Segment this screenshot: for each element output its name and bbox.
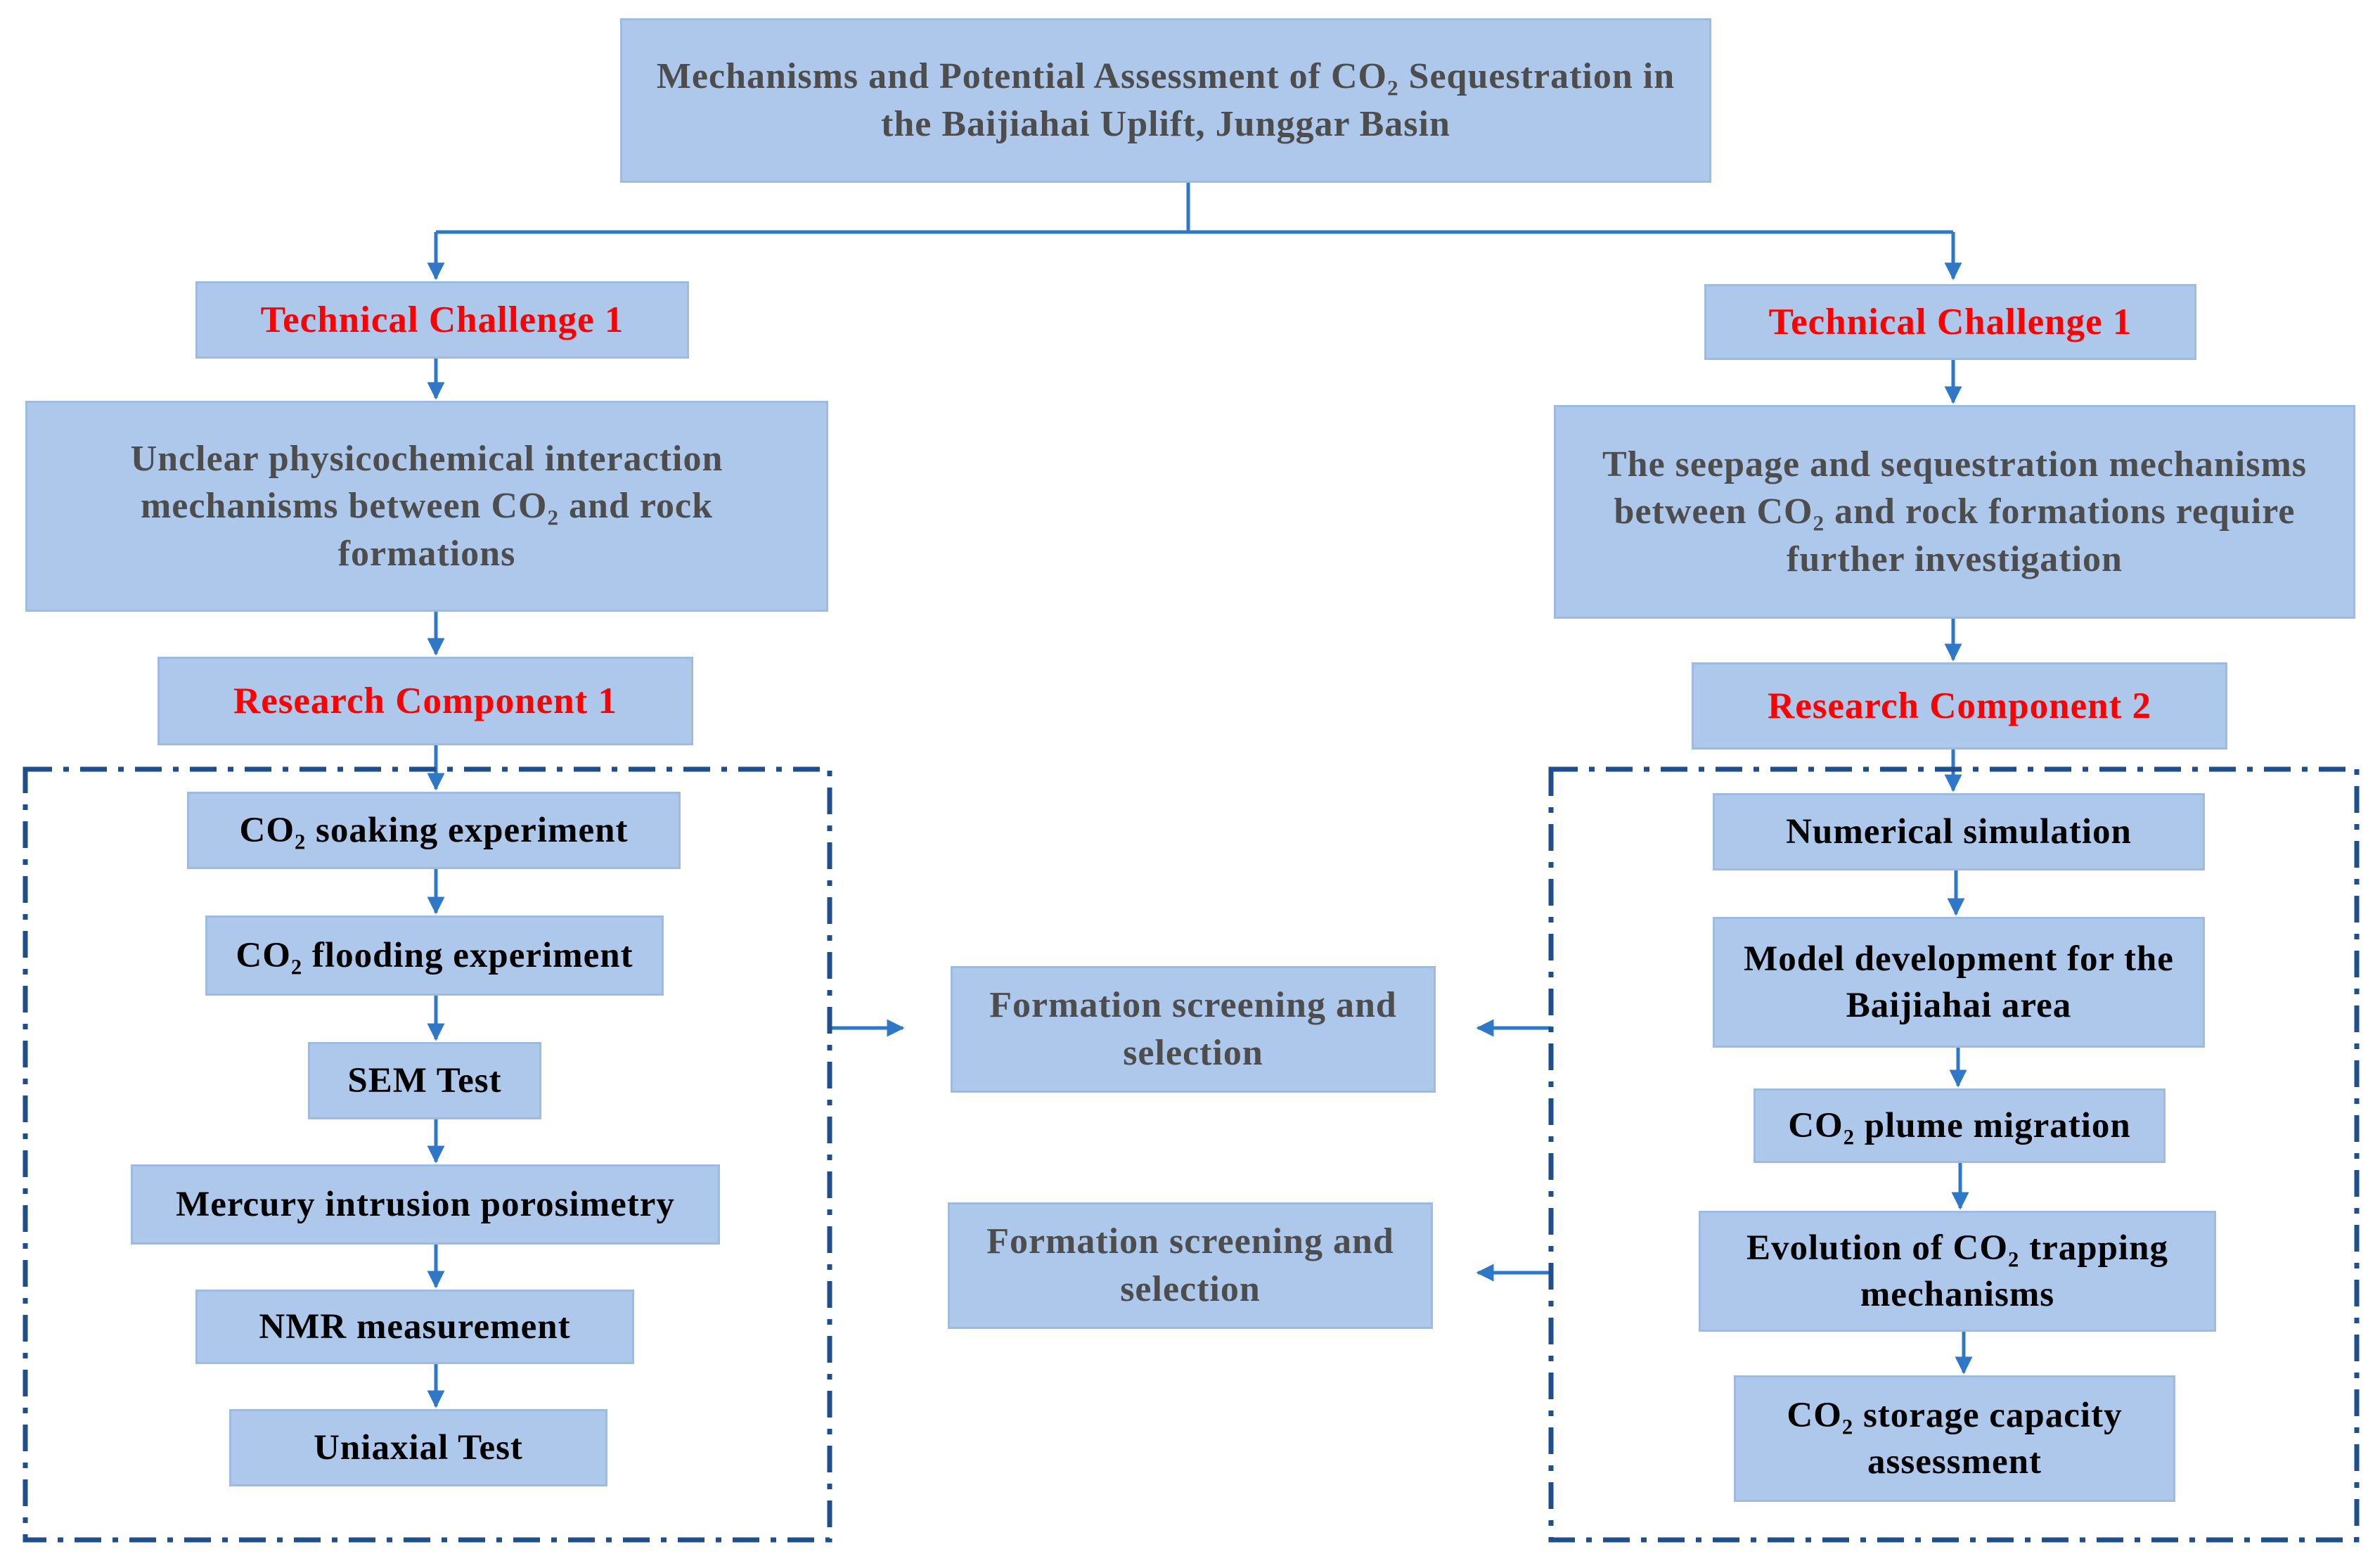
left-component-label-box: Research Component 1 xyxy=(157,657,693,745)
right-step-1: Numerical simulation xyxy=(1713,793,2205,870)
left-challenge-label: Technical Challenge 1 xyxy=(260,299,624,340)
center-output-1: Formation screening and selection xyxy=(951,966,1436,1093)
right-step-3: CO₂ plume migration xyxy=(1754,1088,2166,1163)
left-challenge-text: Unclear physicochemical interaction mech… xyxy=(130,438,723,574)
left-group-frame xyxy=(22,766,832,1543)
left-step-1: CO₂ soaking experiment xyxy=(187,792,681,869)
left-challenge-label-box: Technical Challenge 1 xyxy=(195,281,689,359)
right-challenge-text-box: The seepage and sequestration mechanisms… xyxy=(1554,405,2355,619)
left-step-4: Mercury intrusion porosimetry xyxy=(131,1164,720,1245)
right-step-2-label: Model development for the Baijiahai area xyxy=(1744,939,2174,1025)
right-step-4-label: Evolution of CO₂ trapping mechanisms xyxy=(1746,1228,2168,1314)
right-component-label: Research Component 2 xyxy=(1767,685,2152,726)
right-step-1-label: Numerical simulation xyxy=(1786,811,2132,852)
left-step-2-label: CO₂ flooding experiment xyxy=(236,935,633,975)
left-step-3-label: SEM Test xyxy=(347,1060,502,1100)
left-step-1-label: CO₂ soaking experiment xyxy=(239,810,629,850)
right-step-5-label: CO₂ storage capacity assessment xyxy=(1787,1395,2123,1482)
left-step-3: SEM Test xyxy=(308,1042,541,1119)
right-challenge-label: Technical Challenge 1 xyxy=(1768,301,2132,342)
left-challenge-text-box: Unclear physicochemical interaction mech… xyxy=(25,401,828,612)
right-step-2: Model development for the Baijiahai area xyxy=(1713,917,2205,1048)
left-step-6-label: Uniaxial Test xyxy=(314,1427,523,1467)
right-step-3-label: CO₂ plume migration xyxy=(1788,1105,2131,1145)
right-step-5: CO₂ storage capacity assessment xyxy=(1734,1375,2175,1502)
center-output-1-label: Formation screening and selection xyxy=(989,985,1397,1073)
left-step-2: CO₂ flooding experiment xyxy=(205,915,664,996)
left-component-label: Research Component 1 xyxy=(233,680,618,721)
right-component-label-box: Research Component 2 xyxy=(1692,662,2227,750)
right-group-frame xyxy=(1548,766,2360,1543)
left-step-5: NMR measurement xyxy=(195,1290,634,1364)
center-output-2: Formation screening and selection xyxy=(948,1202,1433,1329)
left-step-4-label: Mercury intrusion porosimetry xyxy=(176,1184,675,1224)
center-output-2-label: Formation screening and selection xyxy=(986,1221,1394,1309)
title-text: Mechanisms and Potential Assessment of C… xyxy=(656,56,1675,144)
left-step-6: Uniaxial Test xyxy=(229,1409,607,1486)
title-box: Mechanisms and Potential Assessment of C… xyxy=(620,18,1711,183)
right-step-4: Evolution of CO₂ trapping mechanisms xyxy=(1699,1211,2216,1332)
left-step-5-label: NMR measurement xyxy=(259,1306,571,1347)
right-challenge-text: The seepage and sequestration mechanisms… xyxy=(1602,444,2308,579)
right-challenge-label-box: Technical Challenge 1 xyxy=(1704,284,2196,360)
